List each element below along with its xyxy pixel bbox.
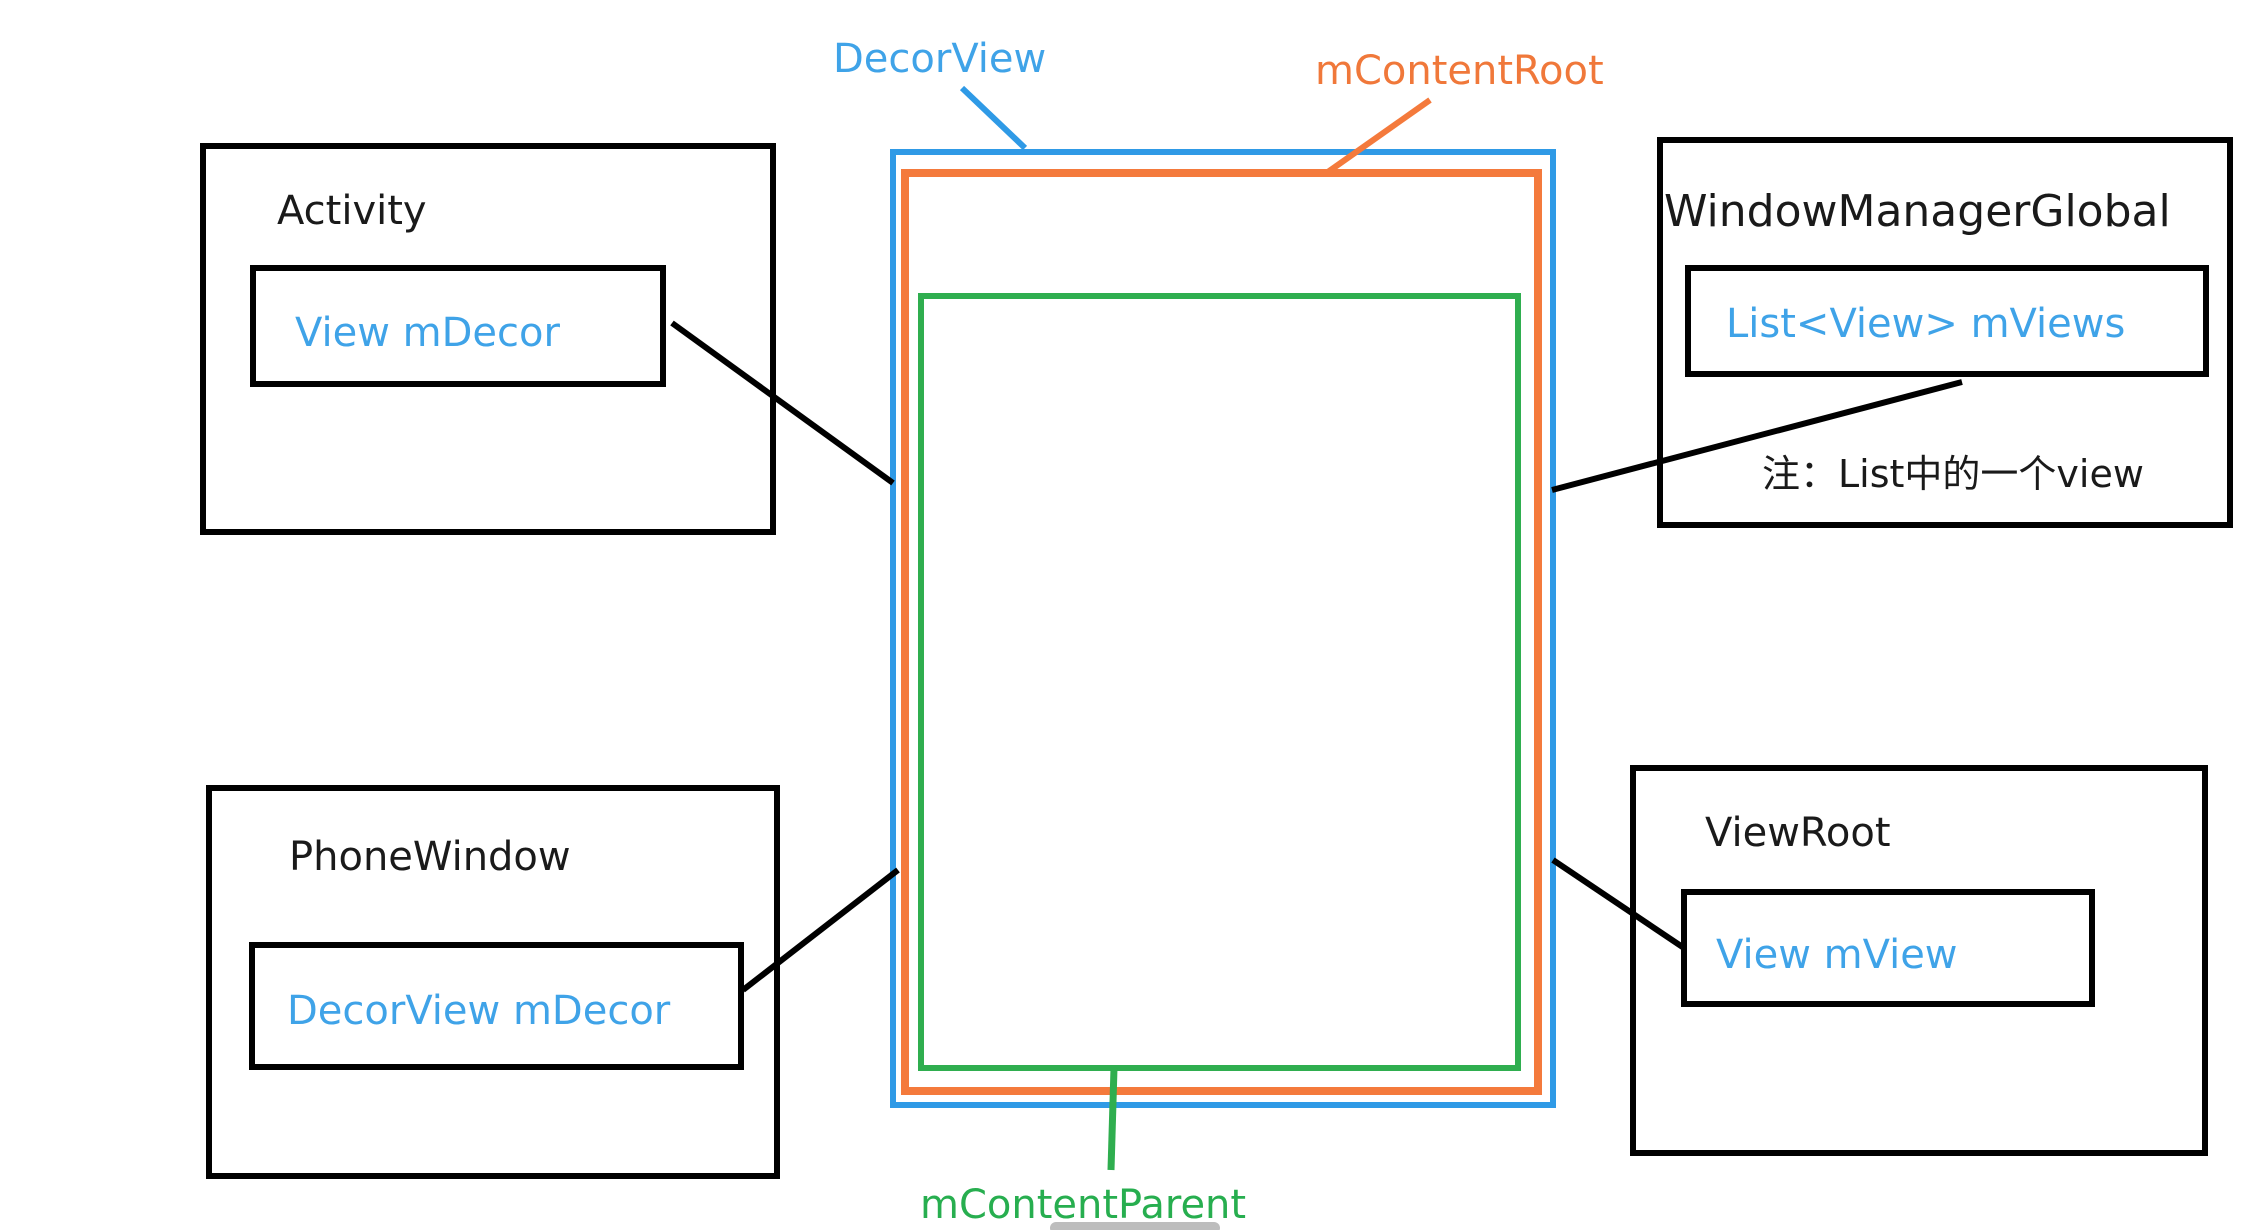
decor-view-frame: [890, 149, 1556, 1108]
window-manager-global-note: 注：List中的一个view: [1762, 452, 2144, 496]
phone-window-box: PhoneWindow DecorView mDecor: [206, 785, 780, 1179]
activity-connector: [670, 320, 895, 486]
activity-title: Activity: [277, 188, 427, 234]
view-root-connector: [1551, 857, 1686, 951]
bottom-scroll-indicator: [1050, 1222, 1220, 1230]
phone-window-field: DecorView mDecor: [287, 988, 671, 1034]
activity-field: View mDecor: [295, 310, 560, 356]
phone-window-connector: [741, 867, 900, 993]
window-manager-global-title: WindowManagerGlobal: [1664, 186, 2171, 237]
window-manager-global-field: List<View> mViews: [1726, 301, 2125, 347]
view-root-title: ViewRoot: [1705, 810, 1891, 856]
content-root-pointer: [1323, 97, 1432, 177]
content-parent-frame: [918, 293, 1521, 1071]
decor-view-label: DecorView: [833, 36, 1046, 82]
content-root-label: mContentRoot: [1315, 48, 1604, 94]
view-root-field: View mView: [1716, 932, 1958, 978]
window-manager-global-connector: [1551, 379, 1963, 493]
content-parent-pointer: [1107, 1067, 1118, 1171]
phone-window-field-box: [249, 942, 744, 1070]
window-manager-global-box: WindowManagerGlobal List<View> mViews 注：…: [1657, 137, 2233, 528]
window-manager-global-field-box: [1685, 265, 2209, 377]
content-parent-label: mContentParent: [920, 1182, 1246, 1228]
activity-box: Activity View mDecor: [200, 143, 776, 535]
activity-field-box: [250, 265, 666, 387]
phone-window-title: PhoneWindow: [289, 834, 571, 880]
content-root-frame: [901, 169, 1542, 1095]
decor-view-pointer: [959, 85, 1028, 151]
view-root-box: ViewRoot View mView: [1630, 765, 2208, 1156]
